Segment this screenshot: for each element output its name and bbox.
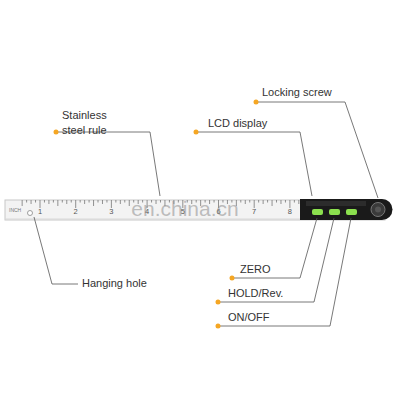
scale-tick	[272, 200, 273, 206]
scale-number: 3	[109, 207, 113, 216]
leader-dots	[54, 100, 259, 329]
scale-tick	[102, 200, 103, 204]
scale-tick	[120, 200, 121, 204]
leader-dot	[216, 300, 221, 305]
callout-label: ON/OFF	[228, 311, 270, 325]
scale-tick	[254, 200, 255, 208]
scale-tick	[31, 200, 32, 204]
scale-tick	[258, 200, 259, 203]
scale-tick	[240, 200, 241, 203]
leader-line	[256, 102, 378, 198]
callout-label: ZERO	[240, 263, 271, 277]
locking-screw	[371, 203, 385, 217]
leader-dot	[216, 324, 221, 329]
screw-center	[375, 207, 381, 213]
zero-button	[312, 209, 323, 215]
callout-label: HOLD/Rev.	[228, 287, 283, 301]
power-button	[346, 209, 357, 215]
scale-tick	[111, 200, 112, 208]
leader-line	[218, 218, 351, 326]
scale-tick	[35, 200, 36, 203]
scale-tick	[285, 200, 286, 203]
leader-dot	[230, 276, 235, 281]
scale-tick	[80, 200, 81, 203]
scale-tick	[276, 200, 277, 203]
lcd-housing	[300, 199, 393, 220]
leader-dot	[254, 100, 259, 105]
scale-tick	[294, 200, 295, 203]
scale-tick	[267, 200, 268, 203]
scale-tick	[289, 200, 290, 208]
scale-tick	[40, 200, 41, 208]
leader-lines	[34, 102, 378, 326]
scale-tick	[53, 200, 54, 203]
lcd-display	[306, 201, 366, 206]
callout-label: LCD display	[208, 117, 267, 131]
scale-tick	[71, 200, 72, 203]
scale-number: 7	[252, 207, 256, 216]
scale-tick	[280, 200, 281, 204]
scale-tick	[249, 200, 250, 203]
leader-dot	[194, 130, 199, 135]
scale-tick	[48, 200, 49, 204]
scale-tick	[66, 200, 67, 204]
leader-line	[232, 218, 317, 278]
callout-label: Hanging hole	[82, 277, 147, 291]
scale-tick	[57, 200, 58, 206]
callout-label: Locking screw	[262, 86, 332, 100]
scale-tick	[75, 200, 76, 208]
scale-tick	[245, 200, 246, 204]
scale-tick	[106, 200, 107, 203]
scale-tick	[115, 200, 116, 203]
scale-tick	[298, 200, 299, 204]
scale-number: 8	[288, 207, 292, 216]
hanging-hole	[28, 211, 33, 216]
scale-tick	[26, 200, 27, 203]
leader-line	[218, 218, 334, 302]
scale-number: 1	[38, 207, 42, 216]
scale-tick	[263, 200, 264, 204]
scale-tick	[89, 200, 90, 203]
watermark: en.china.cn	[131, 196, 238, 222]
scale-tick	[62, 200, 63, 203]
scale-tick	[22, 200, 23, 206]
leader-line	[34, 217, 78, 284]
leader-line	[56, 132, 160, 196]
leader-dot	[54, 130, 59, 135]
scale-tick	[124, 200, 125, 203]
callout-label: Stainless steel rule	[62, 108, 132, 138]
scale-tick	[84, 200, 85, 204]
scale-tick	[98, 200, 99, 203]
scale-tick	[93, 200, 94, 206]
hold-button	[329, 209, 340, 215]
unit-label: INCH	[9, 207, 21, 213]
scale-tick	[129, 200, 130, 206]
scale-number: 2	[74, 207, 78, 216]
leader-line	[196, 132, 312, 196]
scale-tick	[44, 200, 45, 203]
